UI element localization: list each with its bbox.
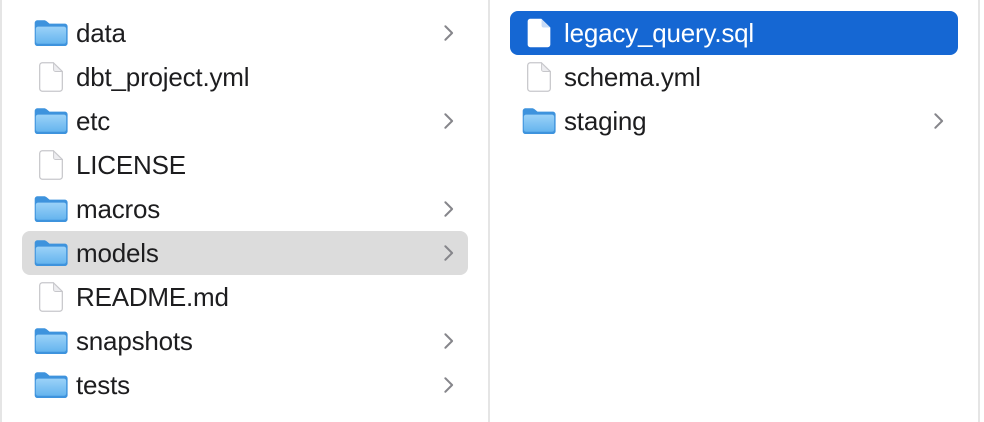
folder-icon <box>34 324 68 358</box>
item-readme-md[interactable]: README.md <box>22 275 468 319</box>
document-icon <box>34 148 68 182</box>
parent-column: data dbt_project.yml etc LICENSE <box>0 0 490 422</box>
folder-icon <box>34 368 68 402</box>
folder-icon <box>522 104 556 138</box>
item-tests[interactable]: tests <box>22 363 468 407</box>
document-icon <box>522 16 556 50</box>
item-label: README.md <box>76 281 229 312</box>
document-icon <box>34 60 68 94</box>
item-etc[interactable]: etc <box>22 99 468 143</box>
item-staging[interactable]: staging <box>510 99 958 143</box>
item-label: snapshots <box>76 325 193 356</box>
chevron-right-icon <box>443 24 456 42</box>
item-label: macros <box>76 193 161 224</box>
item-label: schema.yml <box>564 61 701 92</box>
item-snapshots[interactable]: snapshots <box>22 319 468 363</box>
item-dbt-project-yml[interactable]: dbt_project.yml <box>22 55 468 99</box>
item-schema-yml[interactable]: schema.yml <box>510 55 958 99</box>
document-icon <box>522 60 556 94</box>
chevron-right-icon <box>443 376 456 394</box>
chevron-right-icon <box>443 200 456 218</box>
folder-icon <box>34 104 68 138</box>
item-data[interactable]: data <box>22 11 468 55</box>
chevron-right-icon <box>443 112 456 130</box>
chevron-right-icon <box>443 332 456 350</box>
item-license[interactable]: LICENSE <box>22 143 468 187</box>
item-label: models <box>76 237 159 268</box>
chevron-right-icon <box>933 112 946 130</box>
chevron-right-icon <box>443 244 456 262</box>
document-icon <box>34 280 68 314</box>
contents-column: legacy_query.sql schema.yml staging <box>490 0 980 422</box>
item-label: staging <box>564 105 647 136</box>
item-label: etc <box>76 105 111 136</box>
item-legacy-query-sql-selected[interactable]: legacy_query.sql <box>510 11 958 55</box>
folder-icon <box>34 192 68 226</box>
folder-icon <box>34 16 68 50</box>
item-label: tests <box>76 369 130 400</box>
item-macros[interactable]: macros <box>22 187 468 231</box>
folder-icon <box>34 236 68 270</box>
item-label: data <box>76 17 126 48</box>
item-label: legacy_query.sql <box>564 17 754 48</box>
item-label: LICENSE <box>76 149 186 180</box>
item-models-selected[interactable]: models <box>22 231 468 275</box>
item-label: dbt_project.yml <box>76 61 250 92</box>
